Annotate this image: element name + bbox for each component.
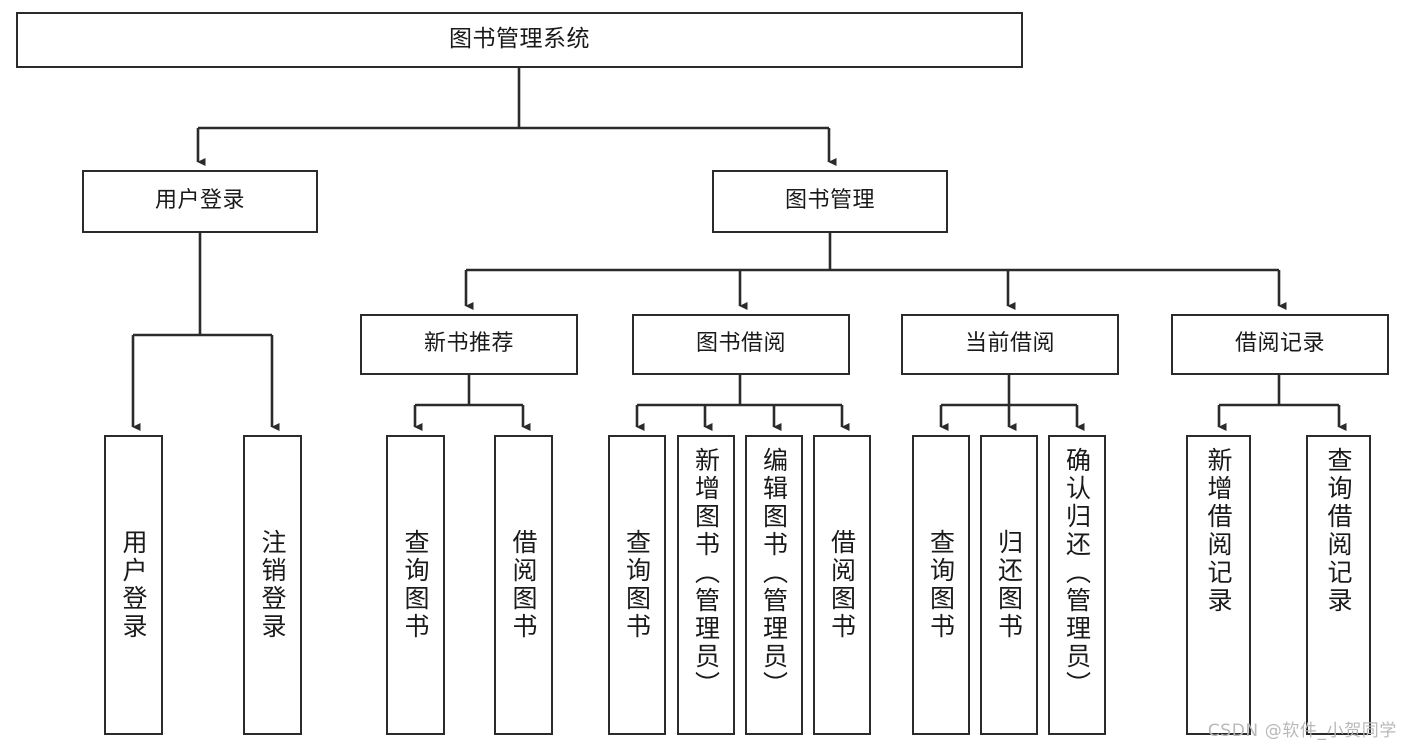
leaf-confirm-return-admin[interactable]: 确认归还（管理员）: [1048, 435, 1106, 735]
leaf-logout[interactable]: 注销登录: [243, 435, 302, 735]
node-label: 查询图书: [926, 529, 956, 641]
node-label: 用户登录: [154, 188, 245, 214]
node-label: 用户登录: [119, 529, 148, 641]
node-user-login[interactable]: 用户登录: [82, 170, 318, 233]
leaf-add-book-admin[interactable]: 新增图书（管理员）: [677, 435, 735, 735]
leaf-borrow-book[interactable]: 借阅图书: [813, 435, 871, 735]
node-borrow-record[interactable]: 借阅记录: [1171, 314, 1389, 375]
node-label: 确认归还（管理员）: [1062, 447, 1092, 699]
leaf-query-borrow-record[interactable]: 查询借阅记录: [1306, 435, 1371, 735]
node-label: 图书借阅: [695, 331, 786, 357]
node-label: 借阅记录: [1234, 331, 1325, 357]
node-root-system[interactable]: 图书管理系统: [16, 12, 1023, 68]
node-label: 借阅图书: [509, 529, 538, 641]
node-label: 编辑图书（管理员）: [759, 447, 789, 699]
leaf-query-book-current[interactable]: 查询图书: [912, 435, 970, 735]
leaf-borrow-book-recommend[interactable]: 借阅图书: [494, 435, 553, 735]
node-label: 借阅图书: [827, 529, 857, 641]
node-label: 查询图书: [622, 529, 652, 641]
node-label: 新增图书（管理员）: [691, 447, 721, 699]
node-new-book-recommend[interactable]: 新书推荐: [360, 314, 578, 375]
leaf-query-book-recommend[interactable]: 查询图书: [386, 435, 445, 735]
watermark-csdn: CSDN @软件_小贺同学: [1207, 721, 1397, 741]
leaf-return-book[interactable]: 归还图书: [980, 435, 1038, 735]
node-label: 查询图书: [401, 529, 430, 641]
node-label: 当前借阅: [964, 331, 1055, 357]
node-book-management[interactable]: 图书管理: [712, 170, 948, 233]
leaf-query-book-borrow[interactable]: 查询图书: [608, 435, 666, 735]
node-label: 查询借阅记录: [1324, 447, 1353, 615]
node-label: 新书推荐: [423, 331, 514, 357]
node-label: 新增借阅记录: [1204, 447, 1233, 615]
node-book-borrow[interactable]: 图书借阅: [632, 314, 850, 375]
node-label: 注销登录: [258, 529, 287, 641]
leaf-edit-book-admin[interactable]: 编辑图书（管理员）: [745, 435, 803, 735]
node-label: 图书管理系统: [449, 26, 590, 53]
node-current-borrow[interactable]: 当前借阅: [901, 314, 1119, 375]
leaf-user-login[interactable]: 用户登录: [104, 435, 163, 735]
leaf-add-borrow-record[interactable]: 新增借阅记录: [1186, 435, 1251, 735]
node-label: 图书管理: [784, 188, 875, 214]
node-label: 归还图书: [994, 529, 1024, 641]
